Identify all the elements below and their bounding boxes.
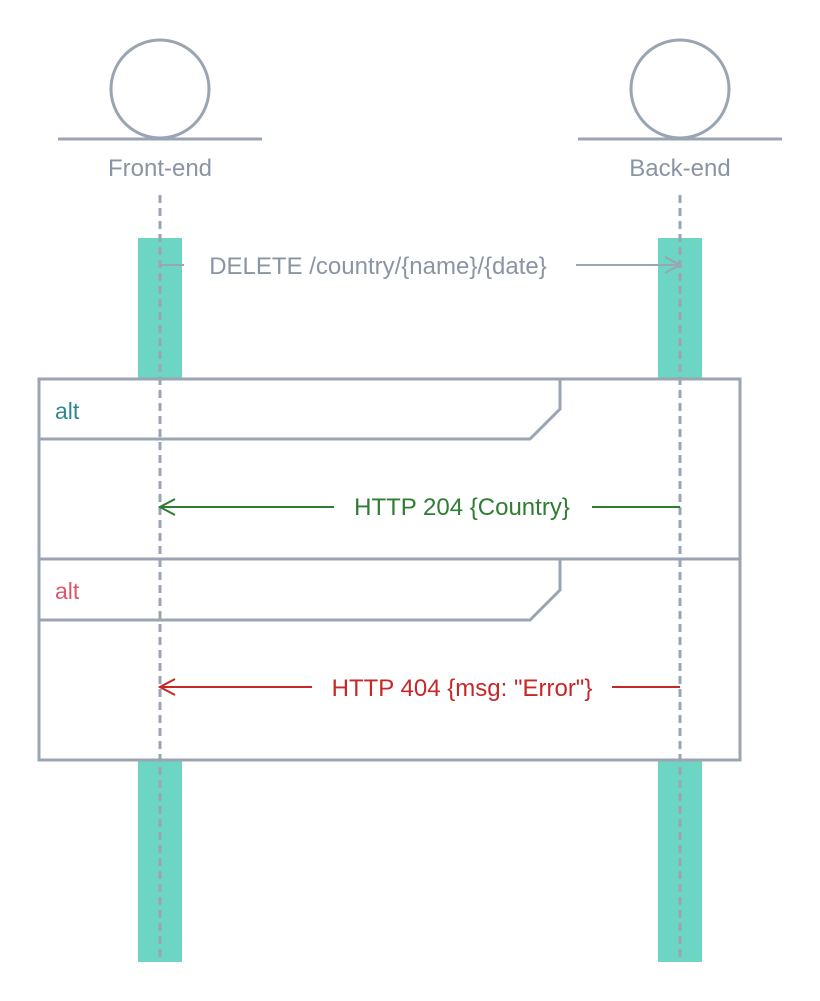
fragment-tab-2 — [39, 559, 562, 622]
message-delete-label: DELETE /country/{name}/{date} — [209, 253, 547, 280]
message-204-label: HTTP 204 {Country} — [354, 494, 570, 521]
message-404-label: HTTP 404 {msg: "Error"} — [332, 675, 593, 702]
alt-fragment-frame — [37, 377, 742, 762]
actor-head-icon — [629, 38, 731, 140]
participant-label-back-end: Back-end — [629, 155, 730, 182]
actor-head-icon — [109, 38, 211, 140]
participant-label-front-end: Front-end — [108, 155, 212, 182]
actor-back-end: Back-end — [578, 38, 782, 182]
actor-front-end: Front-end — [58, 38, 262, 182]
message-delete: DELETE /country/{name}/{date} — [160, 253, 680, 280]
fragment-operator-2: alt — [55, 578, 80, 604]
message-404: HTTP 404 {msg: "Error"} — [160, 675, 680, 702]
fragment-tab-1 — [39, 379, 562, 441]
message-204: HTTP 204 {Country} — [160, 494, 680, 521]
fragment-operator-1: alt — [55, 398, 80, 424]
